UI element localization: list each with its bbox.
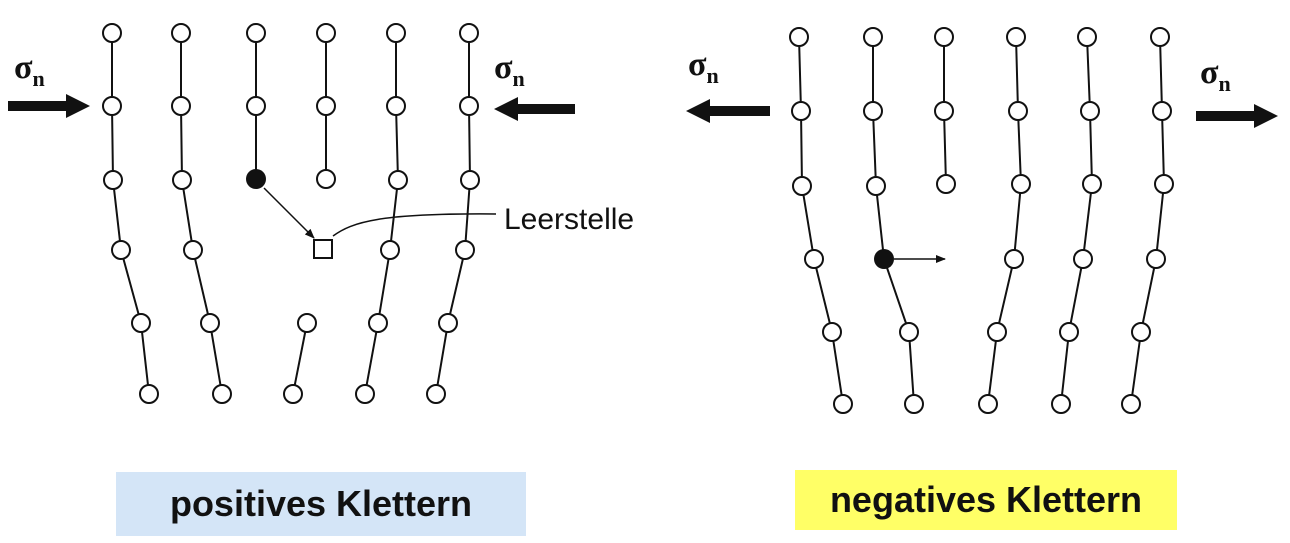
caption-negative-climb: negatives Klettern: [795, 470, 1177, 530]
lattice-atom: [103, 170, 123, 190]
lattice-atom: [386, 23, 406, 43]
lattice-atom: [212, 384, 232, 404]
lattice-atom: [426, 384, 446, 404]
atom-column-bond: [1130, 36, 1166, 405]
lattice-atom: [1051, 394, 1071, 414]
left-panel-positive-climb: σn σn Leerstelle: [8, 23, 634, 404]
lattice-atom: [111, 240, 131, 260]
lattice-atom: [936, 174, 956, 194]
lattice-atom: [934, 101, 954, 121]
left-stress-arrow-in-left: [8, 94, 90, 118]
lattice-atom: [459, 96, 479, 116]
lattice-atom: [200, 313, 220, 333]
lattice-atom: [1008, 101, 1028, 121]
lattice-atom: [102, 23, 122, 43]
lattice-atom: [1131, 322, 1151, 342]
lattice-atom: [102, 96, 122, 116]
lattice-atom: [934, 27, 954, 47]
left-stress-label-left: σn: [14, 49, 45, 91]
right-stress-arrow-out-right: [1196, 104, 1278, 128]
lattice-atom: [1059, 322, 1079, 342]
lattice-atom: [172, 170, 192, 190]
right-stress-arrow-out-left: [686, 99, 770, 123]
lattice-atom: [833, 394, 853, 414]
vacancy-leader-line: [332, 213, 497, 237]
right-stress-label-right: σn: [1200, 54, 1231, 96]
lattice-atom: [863, 27, 883, 47]
left-stress-arrow-in-right: [494, 97, 575, 121]
lattice-atom: [1154, 174, 1174, 194]
lattice-atom: [455, 240, 475, 260]
atom-column-bond: [987, 36, 1023, 405]
lattice-atom: [171, 96, 191, 116]
lattice-atom: [297, 313, 317, 333]
atom-column-bond: [364, 33, 400, 395]
lattice-atom: [460, 170, 480, 190]
lattice-atom: [1077, 27, 1097, 47]
lattice-atom: [386, 96, 406, 116]
vacancy-label: Leerstelle: [504, 203, 634, 236]
lattice-atom: [438, 313, 458, 333]
atom-column-bond: [111, 33, 150, 395]
lattice-atom: [380, 240, 400, 260]
lattice-atom: [1146, 249, 1166, 269]
lattice-atom: [355, 384, 375, 404]
lattice-atom: [368, 313, 388, 333]
atom-column-bond: [180, 33, 223, 395]
left-climbing-atom: [246, 169, 266, 189]
lattice-atom: [316, 96, 336, 116]
vacancy-square: [313, 239, 333, 259]
right-lattice-bonds: [798, 36, 1166, 405]
lattice-atom: [246, 23, 266, 43]
lattice-atom: [1082, 174, 1102, 194]
lattice-atom: [791, 101, 811, 121]
lattice-atom: [1080, 101, 1100, 121]
lattice-atom: [1121, 394, 1141, 414]
lattice-atom: [246, 96, 266, 116]
left-atom-jump-arrow: [263, 187, 315, 239]
lattice-atom: [1073, 249, 1093, 269]
lattice-atom: [171, 23, 191, 43]
lattice-atom: [866, 176, 886, 196]
atom-column-bond: [872, 37, 915, 405]
right-climbing-atom: [874, 249, 894, 269]
left-lattice-atoms: [102, 23, 480, 404]
atom-column-bond: [1060, 36, 1094, 405]
caption-positive-climb: positives Klettern: [116, 472, 526, 536]
lattice-atom: [978, 394, 998, 414]
lattice-atom: [1152, 101, 1172, 121]
lattice-atom: [863, 101, 883, 121]
right-panel-negative-climb: σn σn: [686, 27, 1278, 414]
lattice-atom: [316, 169, 336, 189]
atom-column-bond: [292, 322, 308, 395]
left-lattice-bonds: [111, 33, 472, 395]
lattice-atom: [1011, 174, 1031, 194]
atom-column-bond: [435, 33, 472, 395]
lattice-atom: [1004, 249, 1024, 269]
lattice-atom: [1006, 27, 1026, 47]
lattice-atom: [987, 322, 1007, 342]
lattice-atom: [822, 322, 842, 342]
lattice-atom: [804, 249, 824, 269]
lattice-atom: [139, 384, 159, 404]
lattice-atom: [1150, 27, 1170, 47]
atom-column-bond: [798, 36, 844, 405]
lattice-atom: [183, 240, 203, 260]
lattice-atom: [789, 27, 809, 47]
right-lattice-atoms: [789, 27, 1174, 414]
lattice-atom: [459, 23, 479, 43]
lattice-atom: [316, 23, 336, 43]
lattice-atom: [388, 170, 408, 190]
lattice-atom: [792, 176, 812, 196]
lattice-atom: [899, 322, 919, 342]
lattice-atom: [283, 384, 303, 404]
right-stress-label-left: σn: [688, 46, 719, 88]
left-stress-label-right: σn: [494, 49, 525, 91]
lattice-atom: [904, 394, 924, 414]
lattice-atom: [131, 313, 151, 333]
